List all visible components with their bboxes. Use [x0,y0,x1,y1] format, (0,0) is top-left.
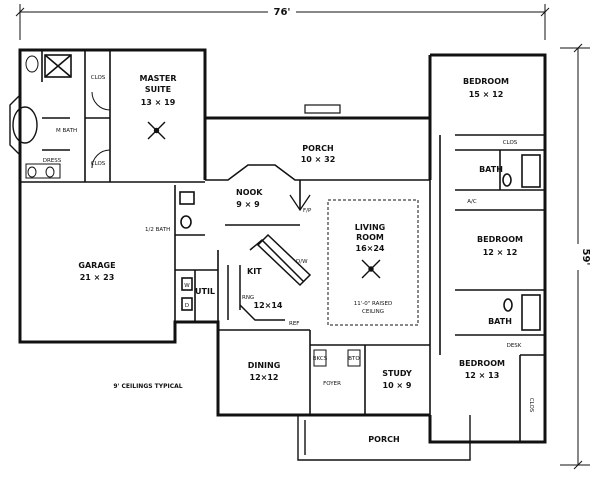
kitchen-name: KIT [247,267,262,276]
master-bath-label: M BATH [56,128,77,134]
rear-porch-name: PORCH [302,144,333,153]
bath-tub [9,94,38,156]
raised-ceiling-outline [327,199,419,326]
living-fan-icon [361,259,381,279]
bedroom-3-size: 12 × 13 [465,371,500,380]
rear-porch [304,104,341,114]
dress-label: DRESS [43,158,62,164]
ceiling-note-2: CEILING [362,309,384,315]
width-label: 76' [274,7,291,18]
half-bath-label: 1/2 BATH [145,227,170,233]
dining-name: DINING [248,361,281,370]
bedroom-1-closet-label: CLOS [503,140,518,146]
bedroom-3-closet-label: CLOS [528,398,534,413]
master-closet-label-1: CLOS [91,75,106,81]
kitchen-size: 12×14 [254,301,283,310]
foyer-closets [313,349,361,367]
master-suite-walls [20,50,205,183]
exterior-walls [18,48,547,444]
bedroom-3-name: BEDROOM [459,359,505,368]
depth-label: 59' [580,249,591,266]
master-suite-size: 13 × 19 [141,98,176,107]
dishwasher-label: D/W [296,259,308,265]
nook-size: 9 × 9 [236,200,260,209]
washer-label: W [184,283,190,289]
living-room-name: LIVING [355,223,386,232]
ac-label: A/C [467,199,477,205]
fireplace [289,194,311,212]
front-porch-name: PORCH [368,435,399,444]
ceiling-note-1: 11'-0" RAISED [354,301,392,307]
bath-2-label: BATH [488,317,512,326]
dryer-label: D [185,303,189,309]
bedroom-wing-walls [455,134,545,442]
bedroom-1-size: 15 × 12 [469,90,504,99]
study-size: 10 × 9 [383,381,412,390]
master-fan-icon [147,121,166,140]
bedroom-2-size: 12 × 12 [483,248,518,257]
nook-name: NOOK [236,188,263,197]
master-fixtures [25,55,111,179]
fireplace-label: F/P [303,208,312,214]
refrigerator-label: REF [289,321,299,327]
interior-walls [205,135,441,415]
living-room-size: 16×24 [356,244,385,253]
bookcase-label: BKCS [313,356,328,362]
living-room-name-line-2: ROOM [356,233,384,242]
desk-label: DESK [507,343,522,349]
dining-size: 12×12 [250,373,279,382]
master-closet-label-2: CLOS [91,161,106,167]
study-name: STUDY [382,369,412,378]
front-porch [297,415,471,461]
ceilings-typical-note: 9' CEILINGS TYPICAL [113,383,182,390]
bath-1-label: BATH [479,165,503,174]
foyer-label: FOYER [323,381,341,387]
bedroom-1-name: BEDROOM [463,77,509,86]
bedroom-2-name: BEDROOM [477,235,523,244]
garage-walls [174,185,218,342]
garage-size: 21 × 23 [80,273,115,282]
bto-label: BTO [348,356,360,362]
utility-label: UTIL [195,287,215,296]
rear-porch-size: 10 × 32 [301,155,336,164]
garage-name: GARAGE [78,261,115,270]
kitchen-counter [227,233,312,321]
range-label: RNG [242,295,254,301]
